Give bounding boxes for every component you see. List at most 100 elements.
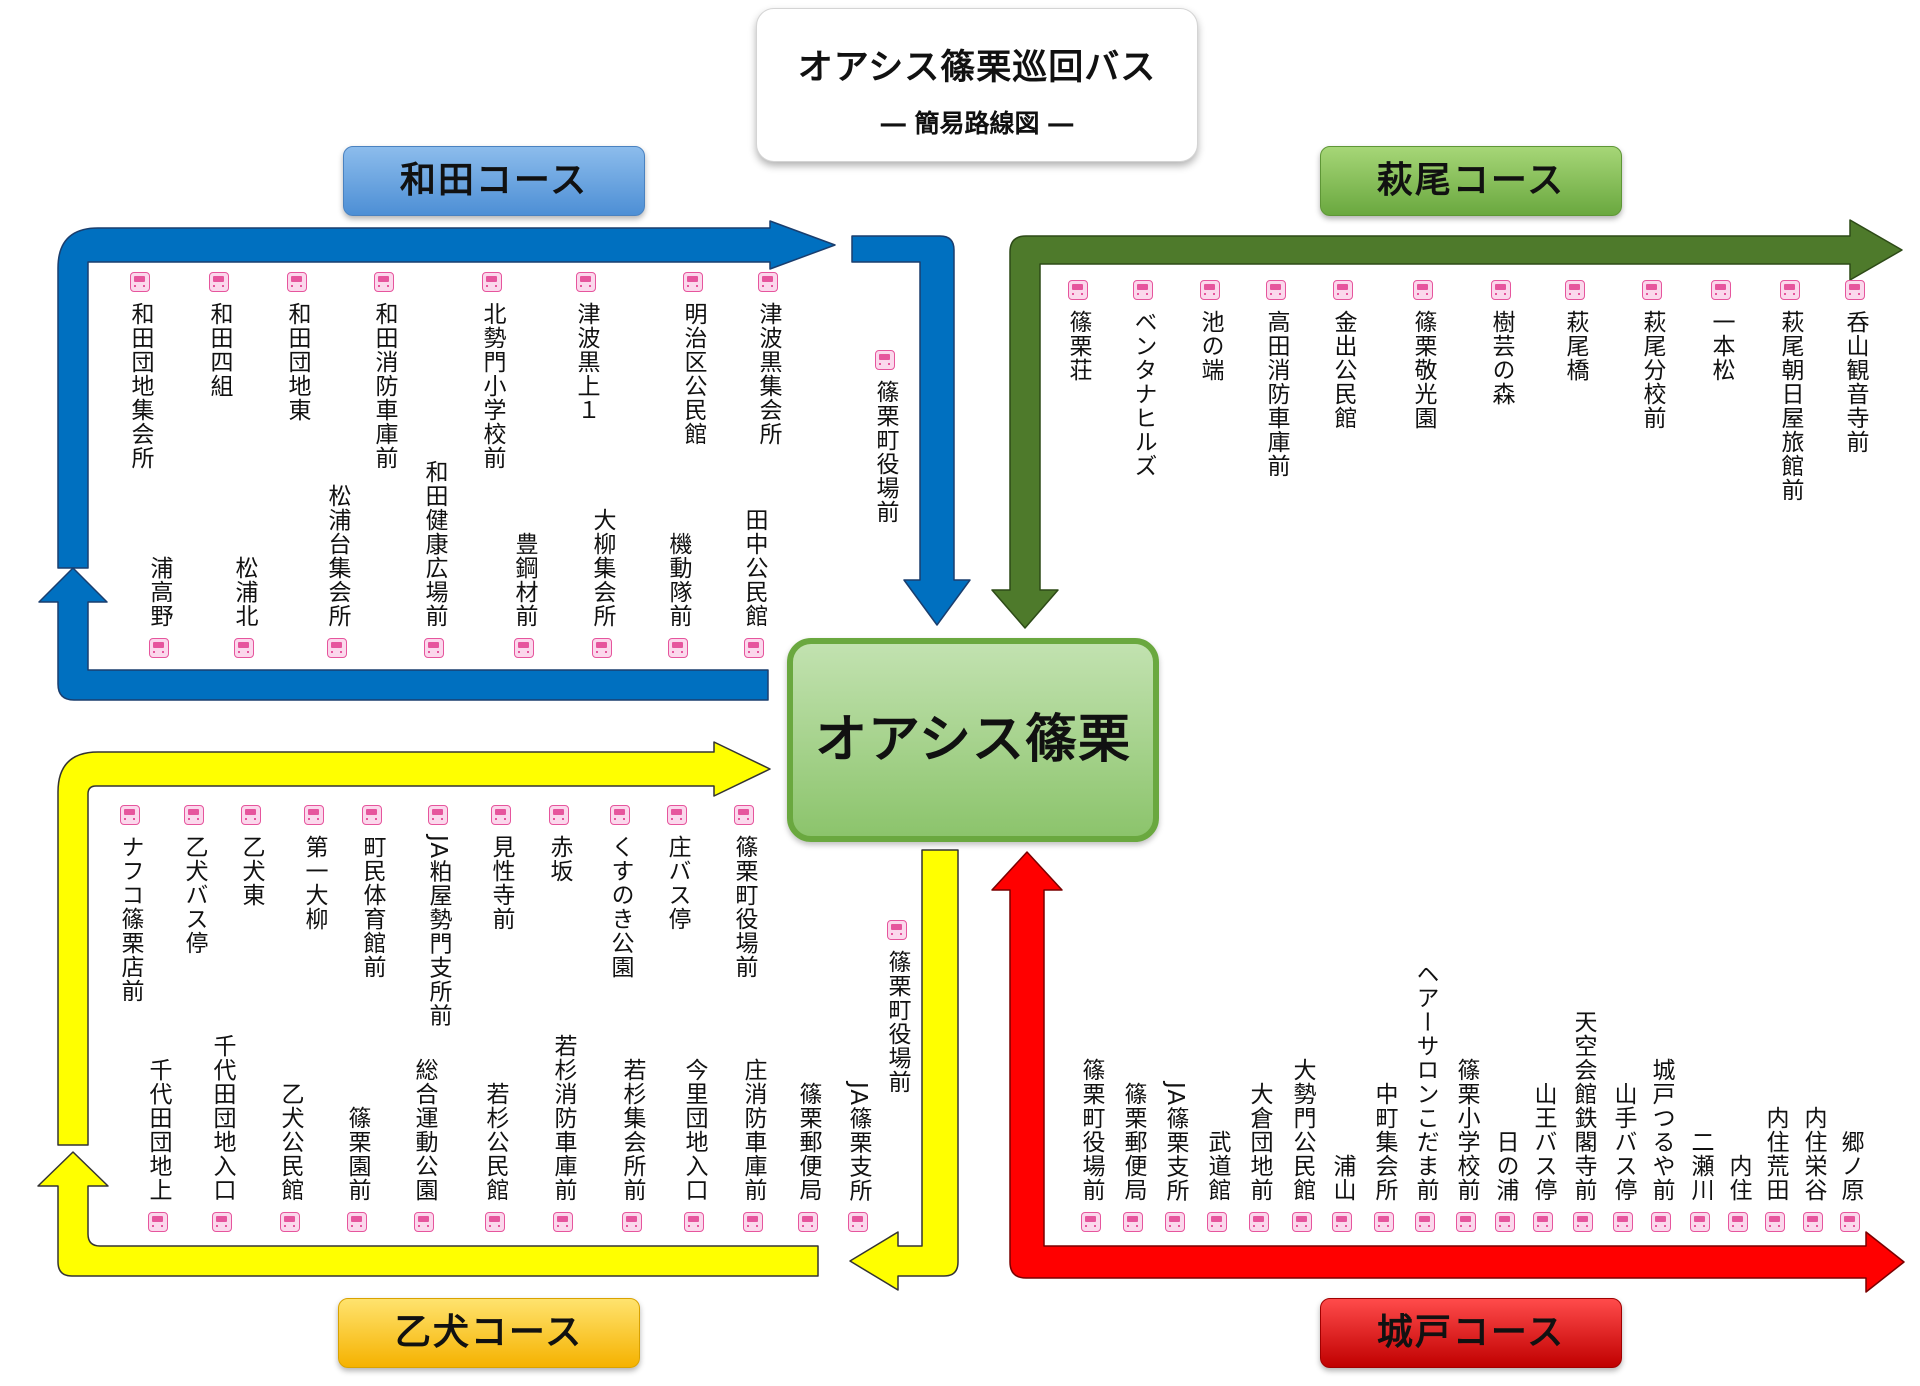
bus-stop-name: 篠栗町役場前 <box>731 835 757 979</box>
bus-stop-icon <box>1456 1212 1476 1232</box>
bus-stop-icon <box>1803 1212 1823 1232</box>
bus-stop: 大勢門公民館 <box>1287 1058 1317 1232</box>
bus-stop: 萩尾橋 <box>1560 280 1590 382</box>
bus-stop-icon <box>120 805 140 825</box>
bus-stop-icon <box>1207 1212 1227 1232</box>
bus-stop-icon <box>428 805 448 825</box>
bus-stop-name: 津波黒集会所 <box>755 302 781 446</box>
bus-stop-icon <box>130 272 150 292</box>
bus-stop-name: 篠栗敬光園 <box>1410 310 1436 430</box>
bus-stop-name: くすのき公園 <box>607 835 633 979</box>
bus-stop-icon <box>1374 1212 1394 1232</box>
bus-stop-name: 和田健康広場前 <box>421 460 447 628</box>
bus-stop-icon <box>212 1212 232 1232</box>
bus-stop: 内住栄谷 <box>1798 1106 1828 1232</box>
bus-stop-icon <box>491 805 511 825</box>
bus-stop-name: 篠栗郵便局 <box>1120 1082 1146 1202</box>
hagio-course-arrow <box>991 219 1903 629</box>
bus-stop-name: 大倉団地前 <box>1246 1082 1272 1202</box>
bus-stop: 天空会館鉄閣寺前 <box>1568 1010 1598 1232</box>
kido-course-arrow <box>991 851 1905 1293</box>
bus-stop: 山王バス停 <box>1528 1082 1558 1232</box>
bus-stop-icon <box>1690 1212 1710 1232</box>
bus-stop-name: 金出公民館 <box>1330 310 1356 430</box>
bus-stop-name: 田中公民館 <box>741 508 767 628</box>
bus-stop: 松浦北 <box>229 556 259 658</box>
bus-stop: 篠栗敬光園 <box>1408 280 1438 430</box>
bus-stop-icon <box>347 1212 367 1232</box>
bus-stop: 浦山 <box>1327 1154 1357 1232</box>
bus-stop: 北勢門小学校前 <box>477 272 507 470</box>
bus-stop: 内住荒田 <box>1760 1106 1790 1232</box>
bus-stop-name: 篠栗町役場前 <box>884 950 910 1094</box>
bus-stop: 金出公民館 <box>1328 280 1358 430</box>
bus-stop-name: 篠栗荘 <box>1065 310 1091 382</box>
bus-stop-name: 見性寺前 <box>488 835 514 931</box>
bus-stop-name: 浦高野 <box>146 556 172 628</box>
bus-stop-icon <box>1573 1212 1593 1232</box>
bus-stop-icon <box>1642 280 1662 300</box>
bus-stop-name: ナフコ篠栗店前 <box>117 835 143 1003</box>
bus-stop-icon <box>1845 280 1865 300</box>
bus-stop-icon <box>1840 1212 1860 1232</box>
bus-stop-name: 庄消防車庫前 <box>740 1058 766 1202</box>
bus-stop: くすのき公園 <box>605 805 635 979</box>
bus-stop: 池の端 <box>1195 280 1225 382</box>
bus-stop: 大倉団地前 <box>1244 1082 1274 1232</box>
bus-stop-icon <box>1333 280 1353 300</box>
bus-stop-icon <box>758 272 778 292</box>
bus-stop-name: 機動隊前 <box>665 532 691 628</box>
bus-stop-icon <box>610 805 630 825</box>
bus-stop-icon <box>362 805 382 825</box>
bus-stop-name: 日の浦 <box>1492 1130 1518 1202</box>
bus-stop: 萩尾分校前 <box>1637 280 1667 430</box>
bus-stop-icon <box>668 638 688 658</box>
bus-stop-icon <box>1651 1212 1671 1232</box>
bus-stop-icon <box>743 1212 763 1232</box>
bus-stop-icon <box>148 1212 168 1232</box>
bus-stop-icon <box>1415 1212 1435 1232</box>
bus-stop-name: ヘアーサロンこだま前 <box>1412 962 1438 1202</box>
bus-stop-icon <box>1711 280 1731 300</box>
bus-stop: 篠栗郵便局 <box>1118 1082 1148 1232</box>
bus-stop-icon <box>1495 1212 1515 1232</box>
bus-stop-name: 池の端 <box>1197 310 1223 382</box>
bus-stop-name: 庄バス停 <box>664 835 690 931</box>
bus-stop-name: 浦山 <box>1329 1154 1355 1202</box>
bus-stop: 篠栗町役場前 <box>882 920 912 1094</box>
bus-stop-icon <box>875 350 895 370</box>
hagio-course-label: 萩尾コース <box>1320 146 1622 216</box>
bus-stop-icon <box>1292 1212 1312 1232</box>
bus-stop-icon <box>592 638 612 658</box>
bus-stop: 明治区公民館 <box>678 272 708 446</box>
bus-stop-name: 津波黒上１ <box>573 302 599 422</box>
bus-stop-icon <box>327 638 347 658</box>
bus-stop-name: 若杉公民館 <box>482 1082 508 1202</box>
bus-stop-name: 高田消防車庫前 <box>1263 310 1289 478</box>
bus-stop: 篠栗町役場前 <box>729 805 759 979</box>
bus-stop-name: 内住 <box>1725 1154 1751 1202</box>
bus-stop-icon <box>1165 1212 1185 1232</box>
bus-stop: 中町集会所 <box>1369 1082 1399 1232</box>
bus-stop-icon <box>684 1212 704 1232</box>
bus-stop-icon <box>414 1212 434 1232</box>
bus-stop-name: 和田団地集会所 <box>127 302 153 470</box>
bus-stop-name: 篠栗郵便局 <box>795 1082 821 1202</box>
bus-stop: 町民体育館前 <box>357 805 387 979</box>
bus-stop-icon <box>576 272 596 292</box>
bus-stop-icon <box>1491 280 1511 300</box>
bus-stop-icon <box>1249 1212 1269 1232</box>
bus-stop-name: JA粕屋勢門支所前 <box>425 835 451 1028</box>
bus-stop-icon <box>1332 1212 1352 1232</box>
bus-stop-icon <box>1068 280 1088 300</box>
bus-stop-name: 呑山観音寺前 <box>1842 310 1868 454</box>
bus-stop: 日の浦 <box>1490 1130 1520 1232</box>
bus-stop-icon <box>482 272 502 292</box>
bus-stop-name: 千代田団地入口 <box>209 1034 235 1202</box>
bus-stop-name: 豊鋼材前 <box>511 532 537 628</box>
kido-course-label: 城戸コース <box>1320 1298 1622 1368</box>
bus-stop-name: 城戸つるや前 <box>1648 1058 1674 1202</box>
bus-stop: 乙犬東 <box>236 805 266 907</box>
bus-stop: JA篠栗支所 <box>1160 1082 1190 1232</box>
bus-stop-icon <box>1780 280 1800 300</box>
